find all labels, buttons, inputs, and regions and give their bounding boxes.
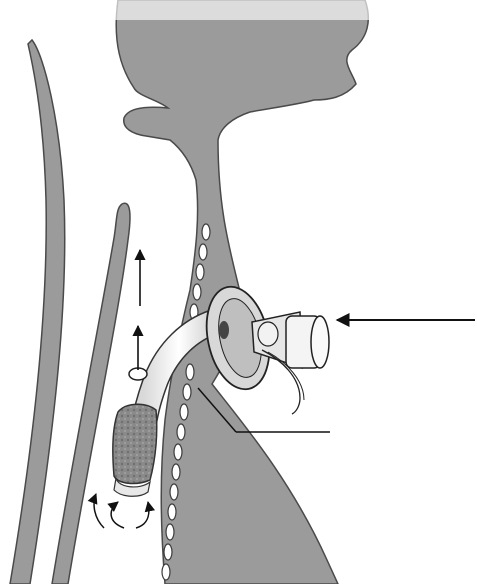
airflow-curl-right: [136, 502, 149, 528]
airflow-curl-left: [94, 494, 104, 528]
top-fade: [100, 0, 380, 20]
airflow-curl-mid: [111, 502, 124, 528]
posterior-wall: [10, 40, 65, 584]
tube-cuff: [113, 404, 157, 483]
